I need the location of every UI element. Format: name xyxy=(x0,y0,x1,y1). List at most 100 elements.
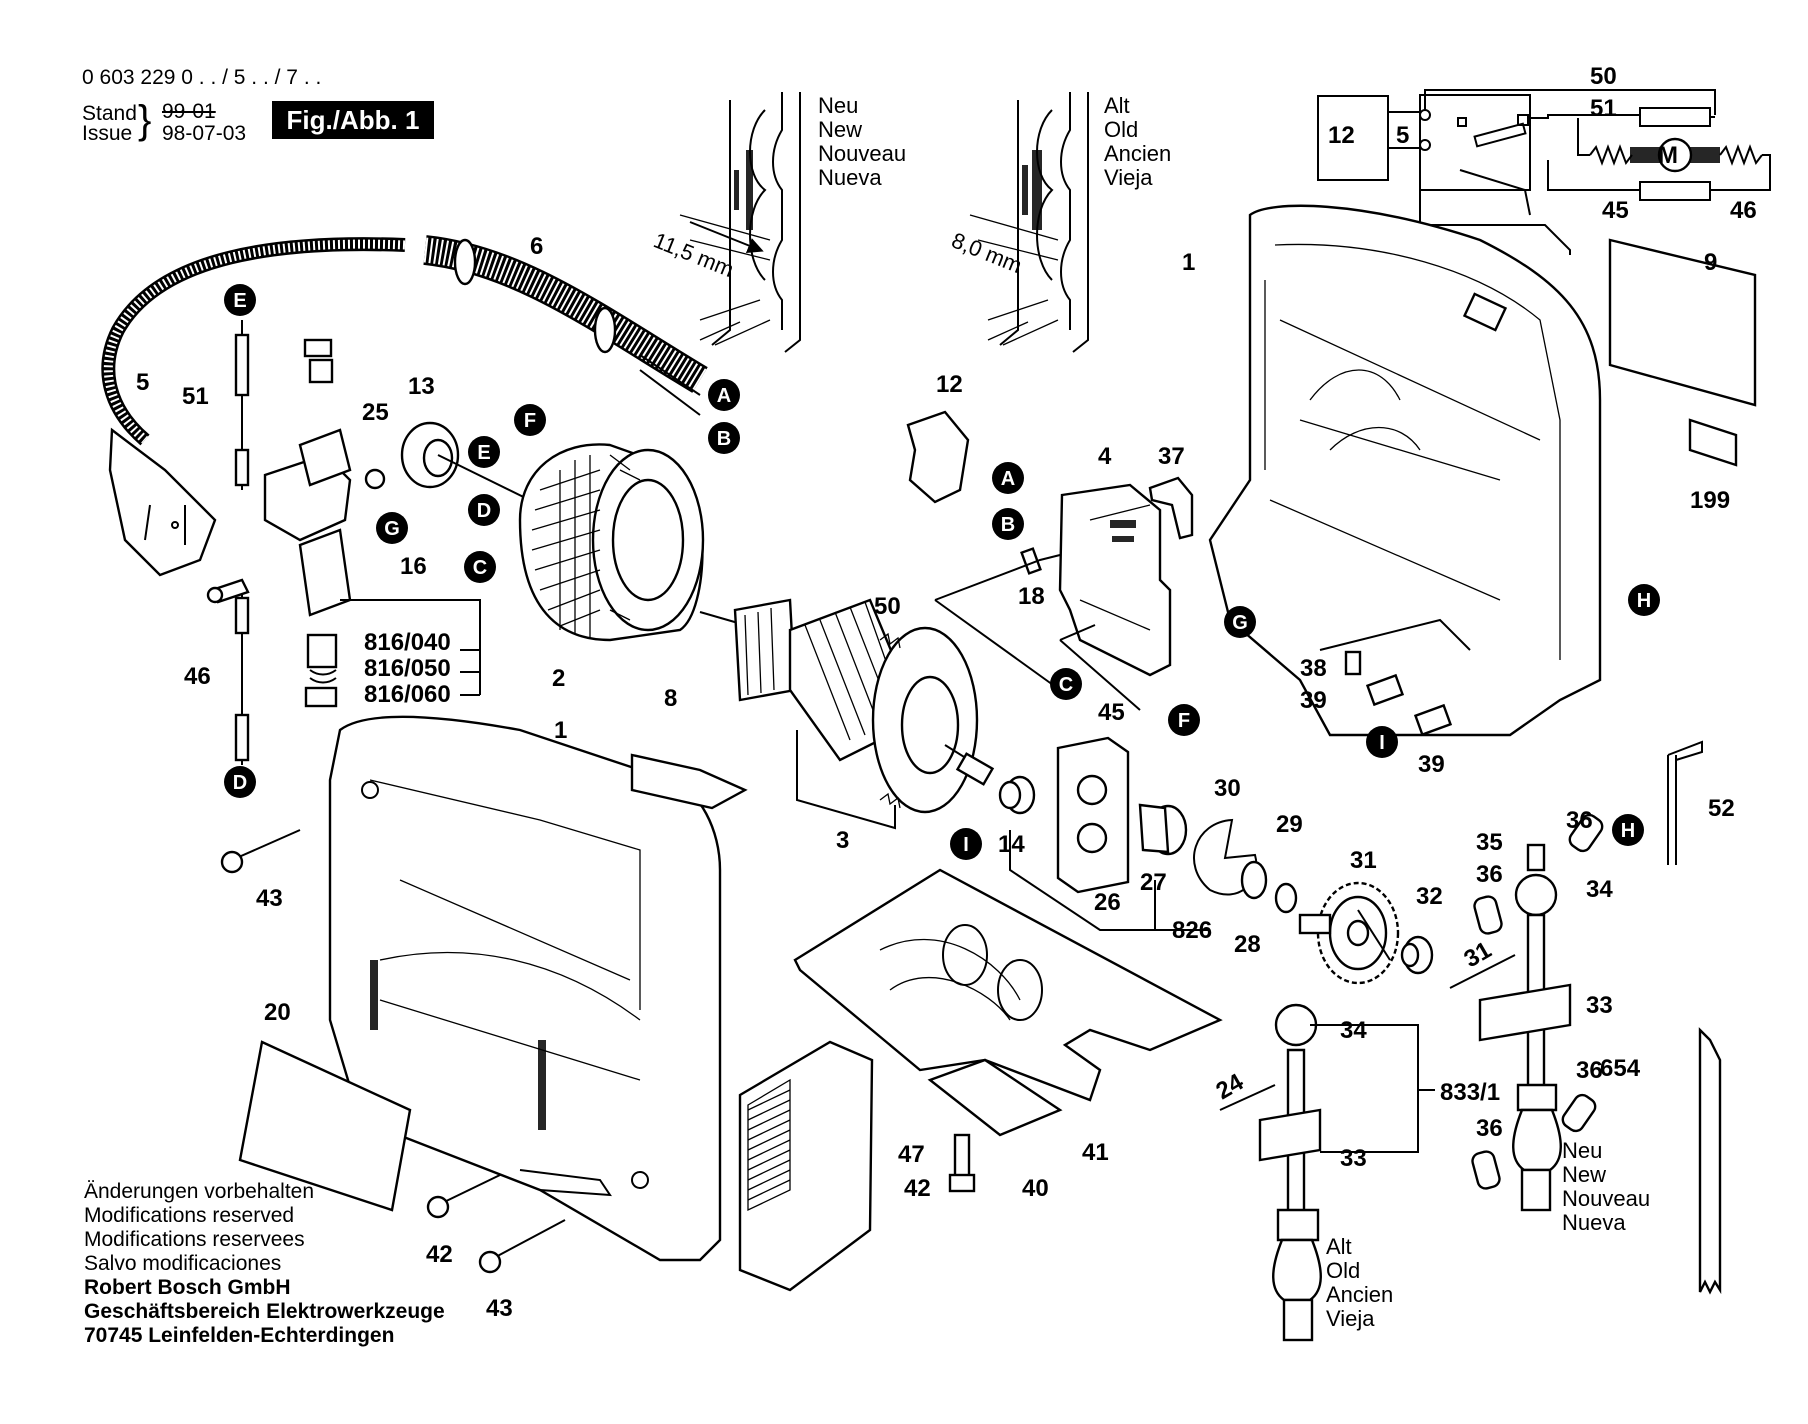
part-label-34b: 34 xyxy=(1340,1017,1367,1044)
struck-date: 99-01 xyxy=(162,100,216,123)
label-8 xyxy=(630,753,748,810)
part-labels: 1 1 2 3 4 5 6 8 9 12 13 14 16 18 20 25 2… xyxy=(136,233,1735,1322)
version-new-fr: Nouveau xyxy=(818,141,906,166)
plunger-new-es: Nueva xyxy=(1562,1210,1626,1235)
callout-a-circle xyxy=(992,462,1024,494)
screws xyxy=(220,829,976,1274)
part-number: 0 603 229 0 . . / 5 . . / 7 . . xyxy=(82,66,322,89)
cover-47 xyxy=(738,1040,874,1292)
switch-4 xyxy=(1058,483,1172,677)
part-label-833-1: 833/1 xyxy=(1440,1079,1500,1106)
plunger-old-es: Vieja xyxy=(1326,1306,1375,1331)
leads xyxy=(234,320,250,765)
part-label-51: 51 xyxy=(182,383,209,410)
version-old-en: Old xyxy=(1104,117,1138,142)
part-label-18: 18 xyxy=(1018,583,1045,610)
plunger-new-de: Neu xyxy=(1562,1138,1602,1163)
callout-b-circle xyxy=(992,508,1024,540)
part-label-13: 13 xyxy=(408,373,435,400)
callout-c: C xyxy=(1059,674,1073,696)
callout-c-circle xyxy=(1050,668,1082,700)
callout-f-circle xyxy=(514,404,546,436)
callout-g: G xyxy=(1232,612,1248,634)
label-new: Neu New Nouveau Nueva xyxy=(818,93,906,190)
part-label-29: 29 xyxy=(1276,811,1303,838)
stand-label: Stand xyxy=(82,102,137,125)
part-label-33b: 33 xyxy=(1340,1145,1367,1172)
callout-e: E xyxy=(477,442,490,464)
callout-d-circle xyxy=(468,494,500,526)
bracket-826 xyxy=(1009,830,1210,931)
part-label-3: 3 xyxy=(836,827,849,854)
callout-b: B xyxy=(1001,514,1015,536)
label-199 xyxy=(1688,418,1738,467)
part-label-28: 28 xyxy=(1234,931,1261,958)
part-label-42a: 42 xyxy=(904,1175,931,1202)
motor-symbol: M xyxy=(1658,142,1678,169)
brush-holder-assembly xyxy=(206,338,481,708)
note-line: Änderungen vorbehalten xyxy=(84,1180,315,1203)
plunger-old-en: Old xyxy=(1326,1258,1360,1283)
gear-31 xyxy=(1298,881,1400,985)
callout-b-circle xyxy=(708,422,740,454)
part-label-38: 38 xyxy=(1300,655,1327,682)
part-label-46: 46 xyxy=(184,663,211,690)
circuit-label-46: 46 xyxy=(1730,197,1757,224)
bracket-37 xyxy=(1148,476,1194,540)
rollers-36 xyxy=(1471,813,1604,1190)
part-label-8: 8 xyxy=(664,685,677,712)
part-label-43a: 43 xyxy=(256,885,283,912)
issue-label: Issue xyxy=(82,122,133,145)
part-label-41: 41 xyxy=(1082,1139,1109,1166)
part-label-816-040: 816/040 xyxy=(364,629,451,656)
part-label-31: 31 xyxy=(1350,847,1377,874)
circuit-label-50: 50 xyxy=(1590,63,1617,90)
part-label-39b: 39 xyxy=(1418,751,1445,778)
plate-40 xyxy=(927,1058,1063,1137)
bushing-27 xyxy=(1138,803,1188,856)
callout-c: C xyxy=(473,557,487,579)
label-old: Alt Old Ancien Vieja xyxy=(1104,93,1171,190)
version-new-de: Neu xyxy=(818,93,858,118)
plunger-old-fr: Ancien xyxy=(1326,1282,1393,1307)
stator-2 xyxy=(518,443,705,642)
plunger-new-en: New xyxy=(1562,1162,1606,1187)
part-label-14: 14 xyxy=(998,831,1025,858)
issue-date: 98-07-03 xyxy=(162,122,247,145)
washer-29 xyxy=(1274,882,1298,914)
version-old-es: Vieja xyxy=(1104,165,1153,190)
detail-old-brush-holder xyxy=(969,92,1089,353)
callout-i: I xyxy=(1379,732,1385,754)
part-label-50: 50 xyxy=(874,593,901,620)
callout-h-circle xyxy=(1612,814,1644,846)
part-label-32: 32 xyxy=(1416,883,1443,910)
plunger-new-fr: Nouveau xyxy=(1562,1186,1650,1211)
version-new-en: New xyxy=(818,117,862,142)
part-label-27: 27 xyxy=(1140,869,1167,896)
cover-20 xyxy=(238,1040,412,1212)
version-new-es: Nueva xyxy=(818,165,882,190)
part-label-4: 4 xyxy=(1098,443,1112,470)
figure-label: Fig./Abb. 1 xyxy=(272,101,434,139)
part-label-816-060: 816/060 xyxy=(364,681,451,708)
detail-new-brush-holder xyxy=(679,92,801,353)
part-label-826: 826 xyxy=(1172,917,1212,944)
base-plate-41 xyxy=(793,868,1223,1102)
callout-d: D xyxy=(477,500,491,522)
part-label-30: 30 xyxy=(1214,775,1241,802)
part-label-40: 40 xyxy=(1022,1175,1049,1202)
part-label-36a: 36 xyxy=(1566,807,1593,834)
part-label-816-050: 816/050 xyxy=(364,655,451,682)
callout-e-circle xyxy=(468,436,500,468)
part-label-16: 16 xyxy=(400,553,427,580)
part-label-5: 5 xyxy=(136,369,149,396)
plunger-new xyxy=(1478,843,1572,1212)
lead-50 xyxy=(934,554,1061,691)
callout-g-circle xyxy=(376,512,408,544)
part-label-1b: 1 xyxy=(554,717,567,744)
part-label-37: 37 xyxy=(1158,443,1185,470)
plunger-old xyxy=(1258,1003,1322,1342)
callout-e: E xyxy=(233,290,246,312)
bracket-833 xyxy=(1310,1024,1435,1153)
